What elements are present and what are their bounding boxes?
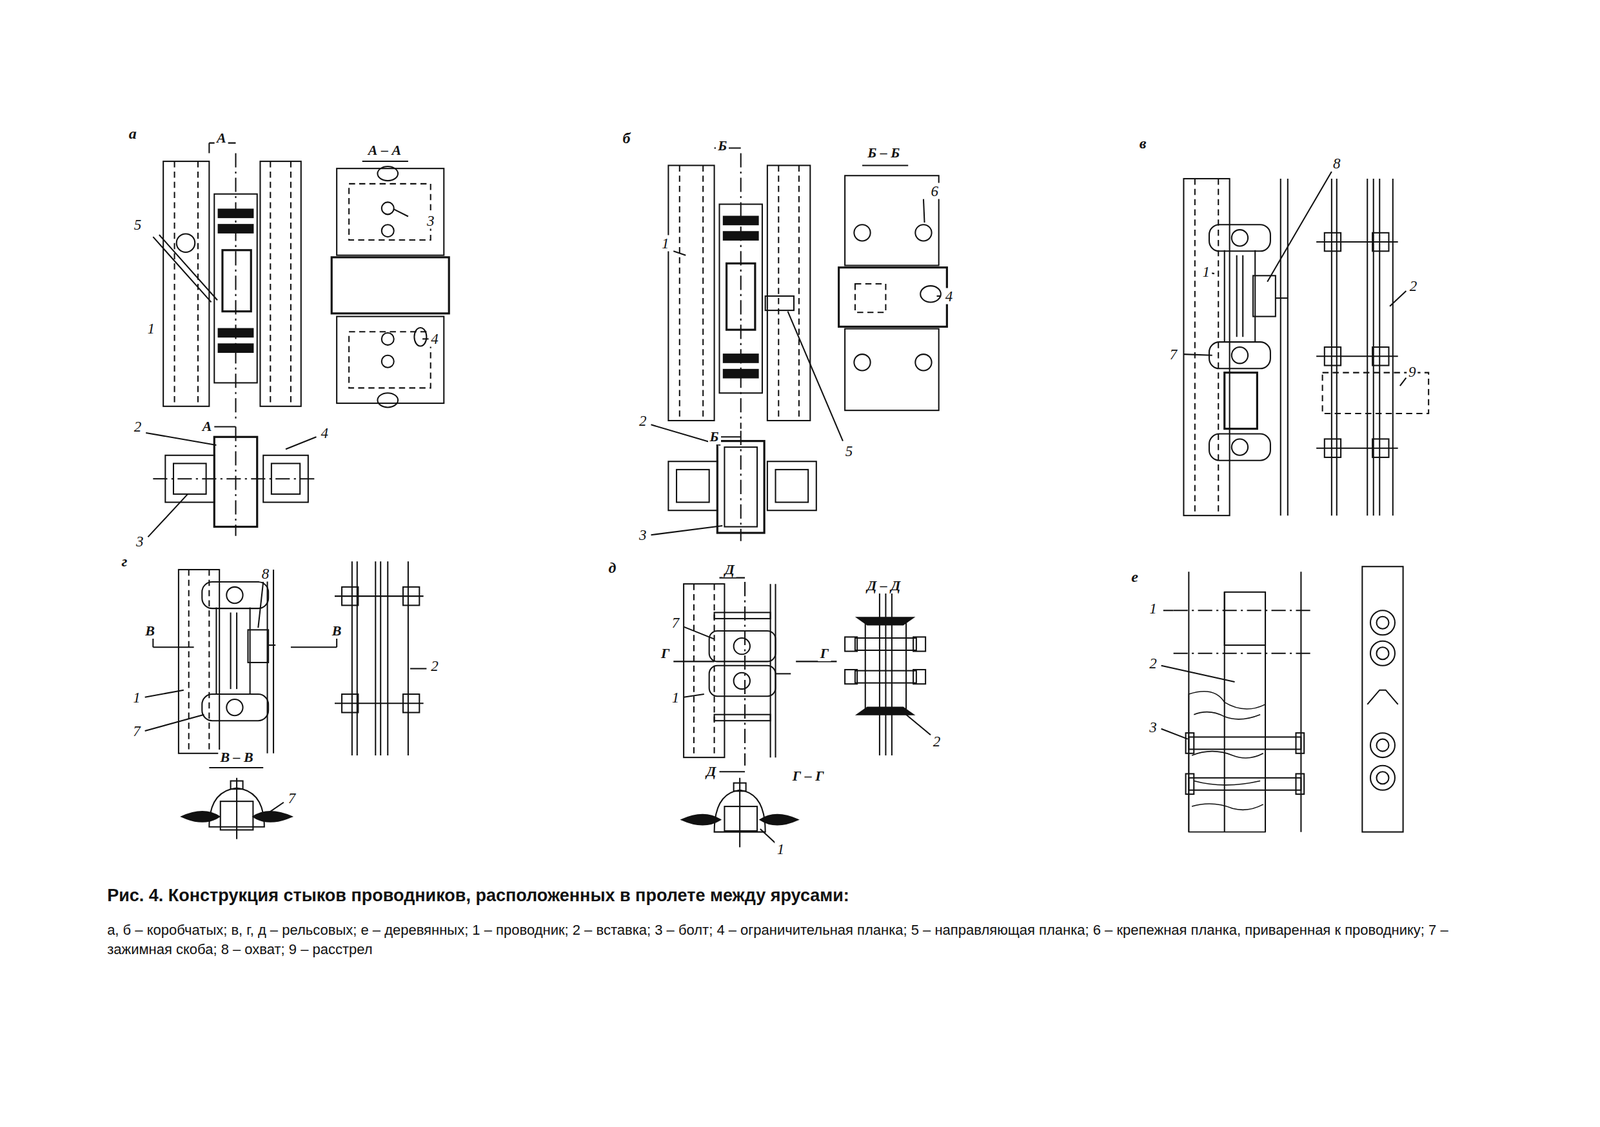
- callout-number: 5: [132, 216, 144, 233]
- joint-box-b: [650, 148, 947, 542]
- joint-wood-e: [1161, 566, 1404, 832]
- callout-number: 3: [134, 532, 146, 549]
- figure-letter: б: [621, 129, 633, 147]
- section-mark: Б: [715, 138, 729, 154]
- joint-box-a: [145, 143, 449, 538]
- callout-number: 7: [286, 790, 298, 807]
- section-mark: Б: [708, 428, 721, 445]
- callout-number: 1: [1147, 600, 1159, 617]
- figure-letter: в: [1137, 134, 1149, 152]
- callout-number: 3: [637, 526, 649, 544]
- callout-number: 1: [659, 234, 672, 251]
- callout-number: 4: [943, 287, 956, 304]
- callout-number: 2: [931, 732, 943, 749]
- figure-letter: д: [606, 559, 618, 576]
- figure-caption: Рис. 4. Конструкция стыков проводников, …: [107, 885, 850, 906]
- callout-number: 2: [637, 412, 649, 429]
- callout-number: 7: [670, 614, 682, 631]
- figure-letter: а: [127, 125, 139, 142]
- callout-number: 2: [428, 657, 441, 674]
- section-mark: Г: [818, 645, 831, 662]
- callout-number: 1: [775, 840, 787, 858]
- callout-number: 8: [1331, 155, 1343, 172]
- section-title: Б – Б: [865, 145, 902, 161]
- joint-rail-d: [673, 577, 931, 848]
- callout-number: 4: [428, 330, 441, 347]
- callout-number: 5: [843, 443, 856, 460]
- callout-number: 2: [132, 418, 144, 435]
- section-mark: В: [143, 622, 157, 639]
- callout-number: 7: [130, 722, 143, 739]
- callout-number: 2: [1407, 277, 1420, 295]
- joint-rail-v: [1183, 171, 1429, 516]
- figure-letter: г: [119, 552, 130, 570]
- section-title: В – В: [217, 749, 255, 765]
- callout-number: 2: [1147, 655, 1159, 672]
- section-title: А – А: [366, 142, 404, 159]
- callout-number: 6: [929, 182, 941, 199]
- section-mark: Д: [722, 561, 737, 578]
- caption-legend-text: а, б – коробчатых; в, г, д – рельсовых; …: [107, 920, 1464, 959]
- callout-number: 9: [1406, 363, 1419, 380]
- callout-number: 1: [130, 688, 143, 705]
- callout-number: 8: [259, 565, 272, 582]
- callout-number: 1: [145, 320, 157, 337]
- callout-number: 1: [1200, 263, 1212, 280]
- section-mark: Д: [704, 763, 718, 780]
- section-title: Д – Д: [864, 577, 903, 594]
- callout-number: 4: [318, 424, 331, 441]
- callout-number: 1: [670, 688, 682, 705]
- section-mark: Г: [659, 645, 672, 662]
- figure-letter: е: [1129, 568, 1141, 585]
- section-mark: А: [214, 130, 229, 146]
- callout-number: 7: [1167, 346, 1180, 363]
- callout-number: 3: [1147, 718, 1159, 735]
- section-title: Г – Г: [790, 768, 827, 784]
- callout-number: 3: [424, 212, 437, 229]
- section-mark: В: [330, 622, 344, 639]
- joint-rail-g: [145, 561, 427, 839]
- section-mark: А: [200, 418, 215, 435]
